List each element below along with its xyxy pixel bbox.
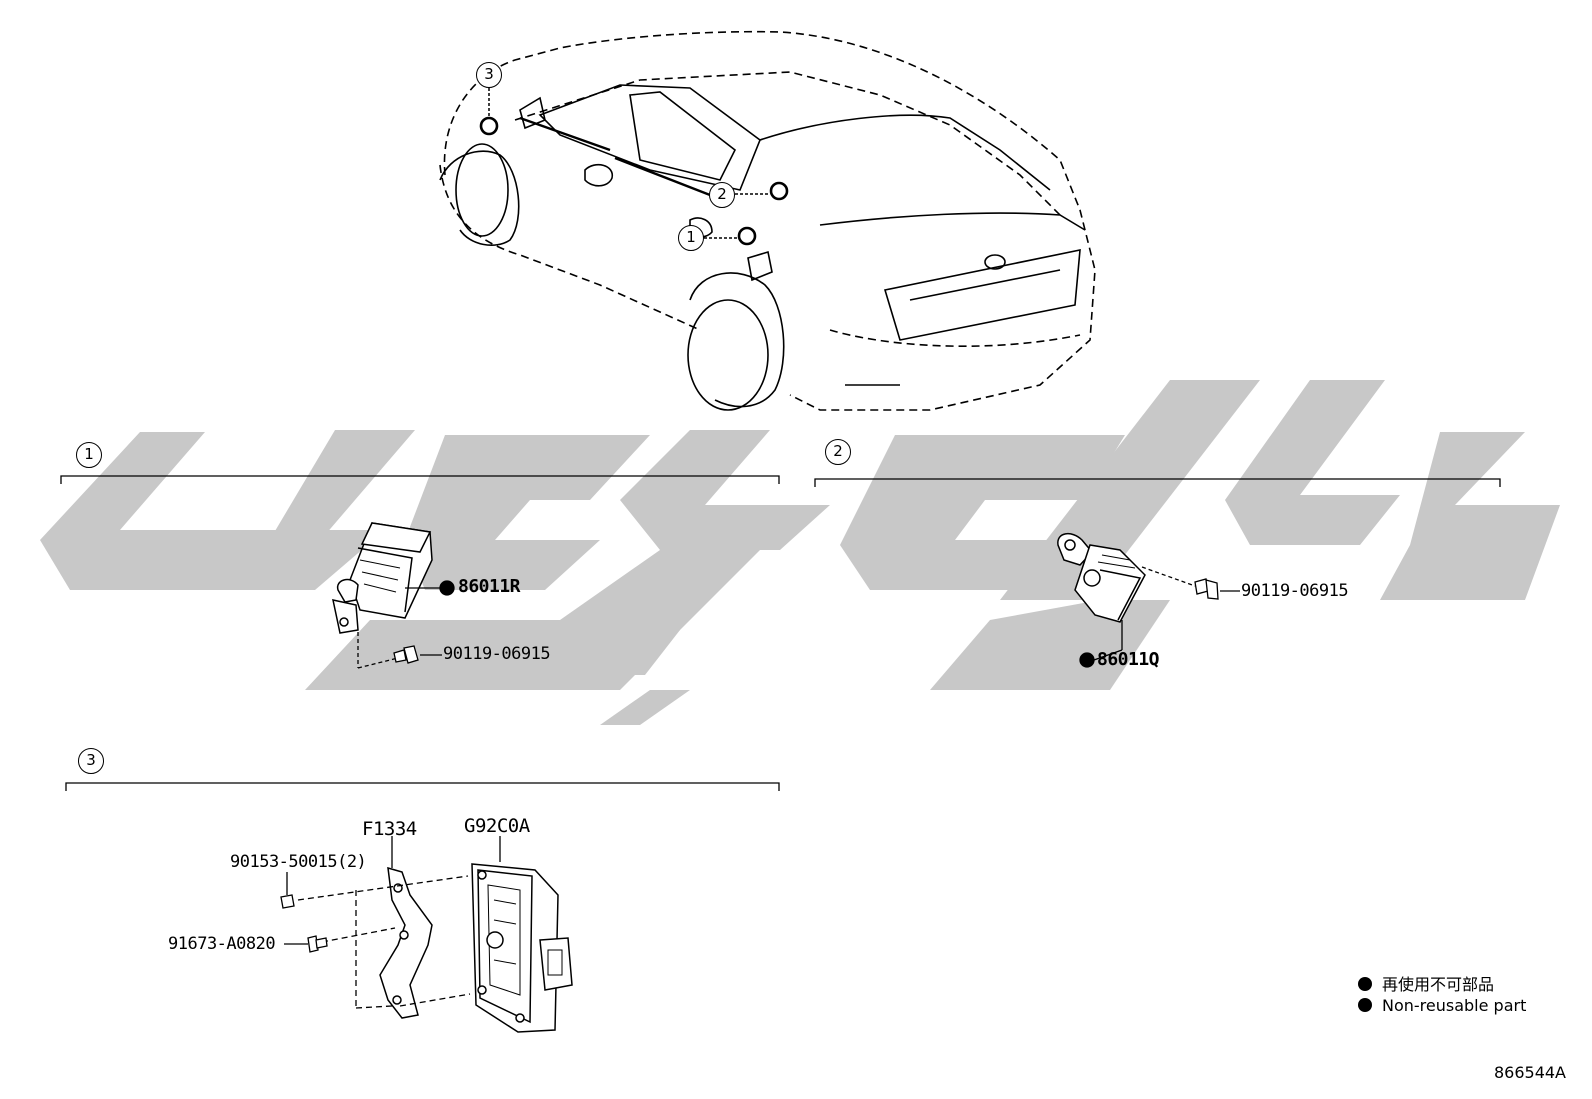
screw-a-label: 90153-50015(2) — [230, 852, 367, 872]
screw-b-label: 91673-A0820 — [168, 934, 276, 954]
legend-dot-icon — [1358, 998, 1372, 1012]
legend-jp: 再使用不可部品 — [1358, 971, 1494, 995]
part-86011r-drawing — [332, 522, 433, 634]
part-86011q-leader — [1079, 566, 1240, 668]
unit-g92c0a-label: G92C0A — [464, 815, 530, 837]
bolt-1-label: 90119-06915 — [443, 644, 551, 664]
car-callout-1: 1 — [678, 225, 704, 251]
legend-jp-text: 再使用不可部品 — [1382, 975, 1495, 994]
watermark — [40, 380, 1560, 725]
part-86011q-label: 86011Q — [1097, 649, 1160, 670]
document-number: 866544A — [1493, 1063, 1566, 1082]
unit-g92c0a-drawing — [471, 863, 573, 1033]
section-3-screws — [280, 894, 328, 953]
section-3-marker: 3 — [78, 748, 104, 774]
part-86011r-label: 86011R — [458, 576, 521, 597]
legend-en: Non-reusable part — [1358, 996, 1526, 1015]
bolt-1-drawing — [393, 645, 419, 664]
section-3-leaders — [284, 836, 501, 1009]
bracket-f1334-drawing — [379, 866, 433, 1019]
car-callout-3: 3 — [476, 62, 502, 88]
bracket-f1334-label: F1334 — [362, 818, 417, 840]
section-2-marker: 2 — [825, 439, 851, 465]
legend-en-text: Non-reusable part — [1382, 996, 1527, 1015]
legend-dot-icon — [1358, 977, 1372, 991]
part-86011q-drawing — [1057, 533, 1146, 623]
car-callout-2: 2 — [709, 182, 735, 208]
section-brackets — [60, 475, 1501, 791]
bolt-2-label: 90119-06915 — [1241, 581, 1349, 601]
bolt-2-drawing — [1194, 578, 1219, 600]
car-callout-leaders — [479, 88, 789, 246]
section-1-marker: 1 — [76, 442, 102, 468]
part-86011r-leader — [357, 580, 455, 669]
car-outline — [439, 30, 1096, 411]
